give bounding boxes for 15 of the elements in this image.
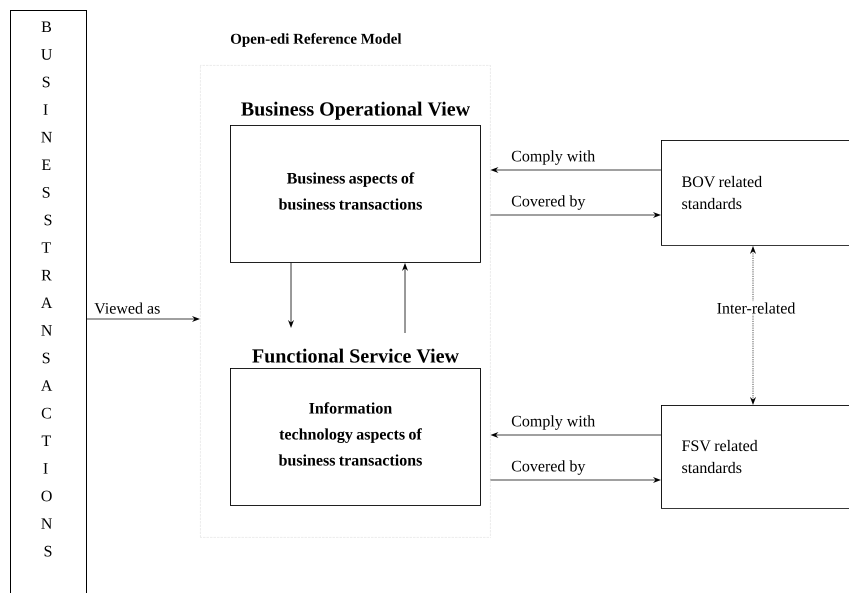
view-box: Business Operational View Business aspects of business transactions — [230, 102, 481, 263]
edge-label: Comply with — [510, 414, 596, 431]
edge-label: Viewed as — [93, 301, 162, 315]
node-label: Business Operational View — [241, 102, 470, 120]
edge-label: Comply with — [510, 149, 596, 166]
node-label: Functional Service View — [252, 348, 459, 363]
standards-box: BOV related standards — [661, 140, 849, 246]
standards-box: FSV related standards — [661, 405, 849, 509]
transactions-box: BUSINESS TRANSACTIONS — [10, 10, 87, 593]
view-box: Functional Service View Information technology aspects of business transactions — [230, 348, 481, 506]
model-frame — [200, 65, 490, 538]
edge-label: Covered by — [510, 459, 586, 476]
edge-label: Covered by — [510, 194, 586, 211]
edge-label: Inter-related — [716, 301, 796, 315]
model-title: Open-edi Reference Model — [230, 33, 402, 47]
